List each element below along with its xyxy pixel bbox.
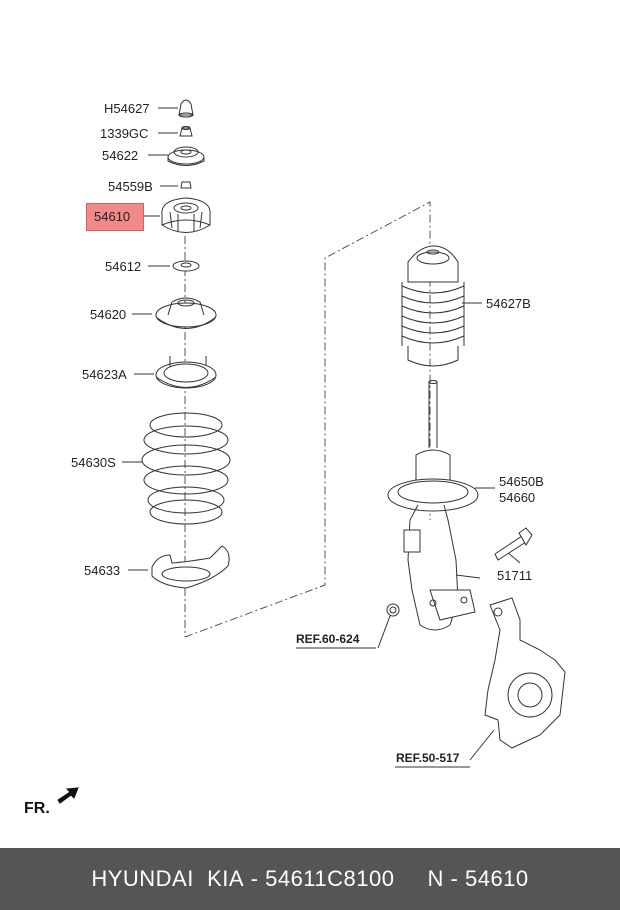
part-label-54650b[interactable]: 54650B [499, 474, 544, 489]
footer-separator: - [244, 866, 266, 891]
ref-label-60-624[interactable]: REF.60-624 [296, 632, 360, 646]
footer-gap [394, 866, 427, 892]
dust-boot-part [401, 245, 465, 367]
part-label-54630s[interactable]: 54630S [71, 455, 116, 470]
coil-spring-part [141, 412, 231, 525]
part-label-54612[interactable]: 54612 [105, 259, 142, 274]
part-label-h54627[interactable]: H54627 [104, 101, 150, 116]
part-label-54559b[interactable]: 54559B [108, 179, 153, 194]
front-marker: FR. [24, 800, 50, 817]
footer-brand: HYUNDAI KIA [91, 866, 245, 891]
shock-absorber-part [387, 380, 481, 631]
part-label-54620[interactable]: 54620 [90, 307, 127, 322]
highlight-box-54610 [86, 203, 144, 231]
strut-assembly-diagram [57, 99, 566, 804]
part-label-54633[interactable]: 54633 [84, 563, 121, 578]
part-label-1339gc[interactable]: 1339GC [100, 126, 149, 141]
bump-stop-cap-part [178, 99, 194, 116]
steering-knuckle-part [469, 597, 566, 761]
strut-bolt-part [494, 527, 533, 561]
part-label-51711[interactable]: 51711 [497, 568, 533, 583]
footer-part-number: 54611C8100 [265, 866, 395, 891]
part-label-54610[interactable]: 54610 [94, 209, 131, 224]
part-label-54660[interactable]: 54660 [499, 490, 536, 505]
assembly-outline [184, 201, 431, 638]
part-label-54622[interactable]: 54622 [102, 148, 139, 163]
part-label-54627b[interactable]: 54627B [486, 296, 531, 311]
footer-n-label: N - 54610 [427, 866, 529, 891]
ref-label-50-517[interactable]: REF.50-517 [396, 751, 460, 765]
footer-bar: HYUNDAI KIA - 54611C8100 N - 54610 [0, 848, 620, 910]
part-label-54623a[interactable]: 54623A [82, 367, 127, 382]
